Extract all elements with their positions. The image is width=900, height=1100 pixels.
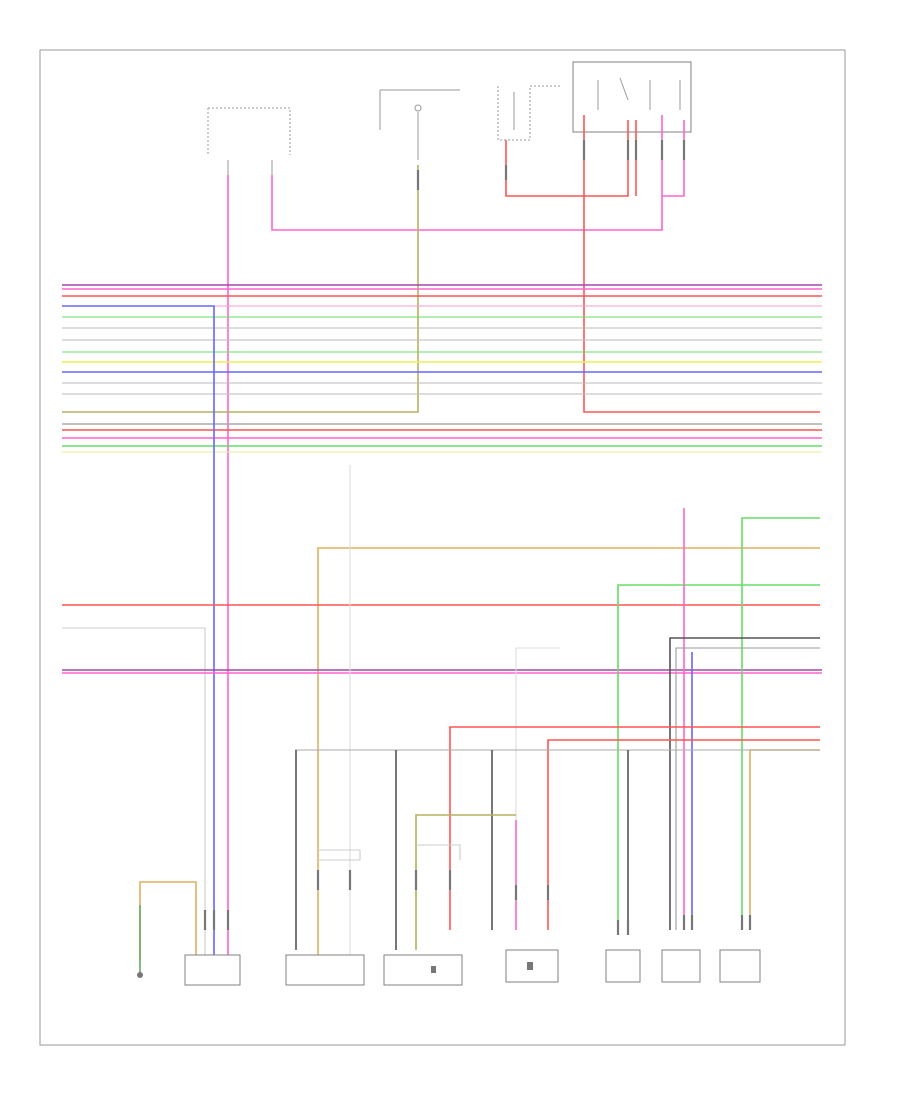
camshaft-sensor-a — [661, 949, 701, 983]
speed-sensor-c — [505, 949, 559, 983]
camshaft-sensor-b — [719, 949, 761, 983]
top-right-relay — [572, 61, 692, 133]
harness-bus — [62, 284, 822, 453]
clutch-switch — [184, 954, 241, 986]
connector-pins — [203, 140, 752, 935]
transmission-sensor — [605, 949, 641, 983]
speed-sensor-b — [383, 954, 463, 986]
ground-point — [137, 972, 143, 978]
top-switch — [497, 85, 560, 141]
top-left-module — [207, 107, 291, 175]
top-center-sensor — [379, 89, 460, 160]
diagram-frame — [39, 49, 846, 1046]
speed-sensor-a — [285, 954, 365, 986]
